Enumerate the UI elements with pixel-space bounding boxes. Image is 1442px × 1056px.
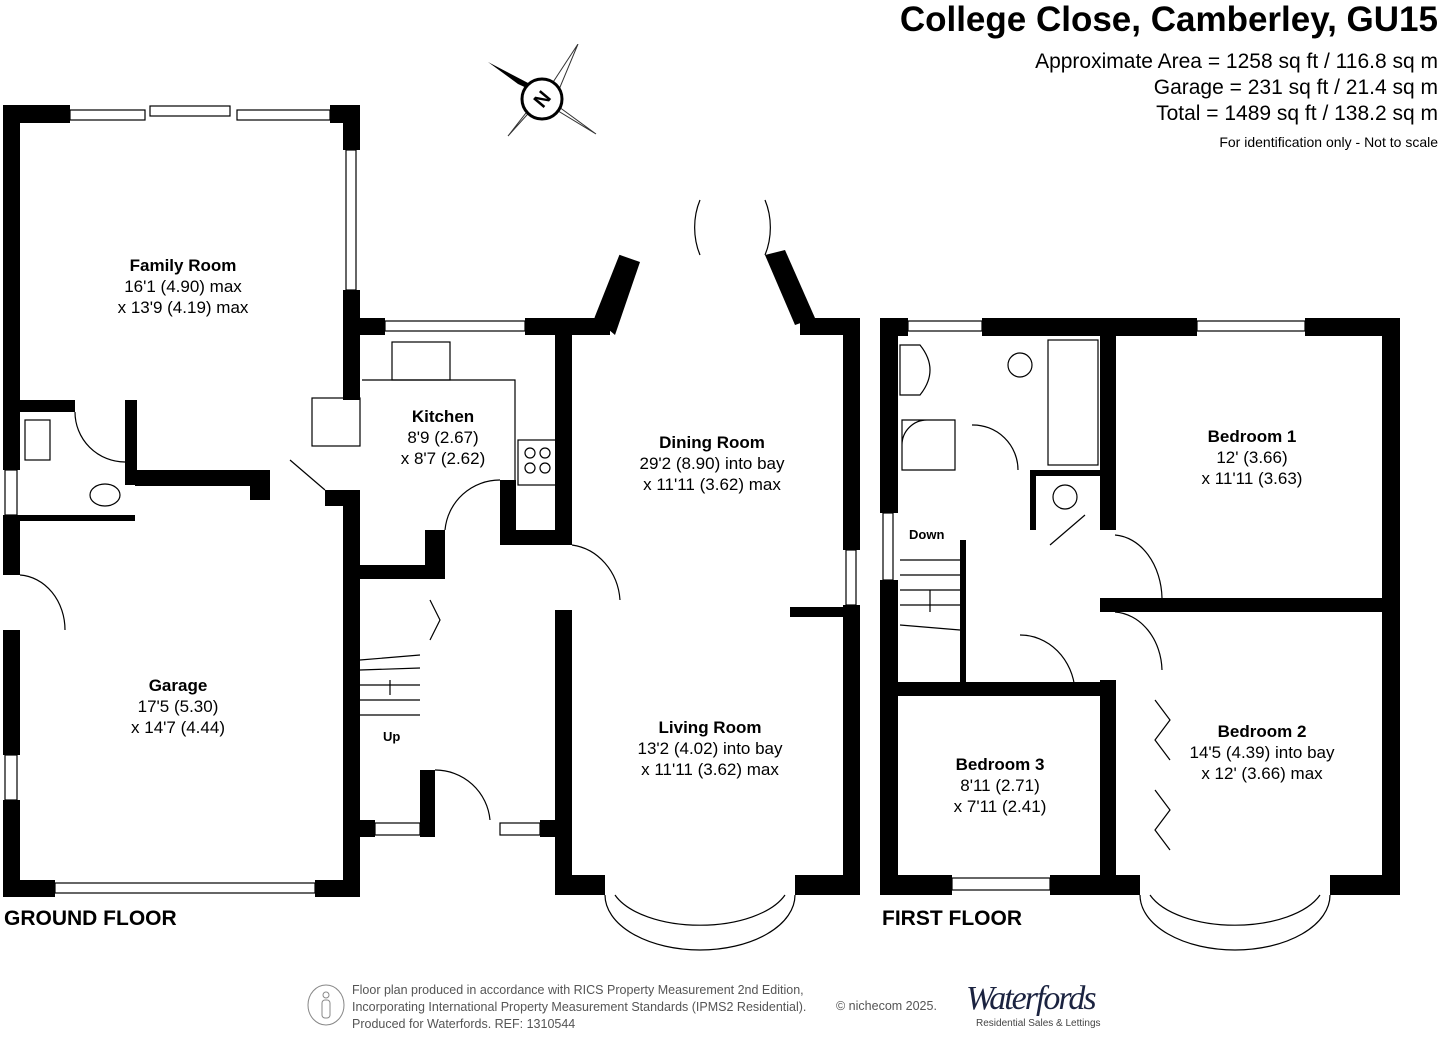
room-dim: 8'9 (2.67) bbox=[407, 428, 479, 447]
footer-line: Incorporating International Property Mea… bbox=[352, 1000, 807, 1014]
room-family-room: Family Room 16'1 (4.90) max x 13'9 (4.19) … bbox=[118, 255, 249, 318]
scale-note: For identification only - Not to scale bbox=[1219, 134, 1438, 150]
room-name: Bedroom 1 bbox=[1207, 427, 1297, 446]
room-kitchen: Kitchen 8'9 (2.67) x 8'7 (2.62) bbox=[401, 406, 486, 469]
room-living-room: Living Room 13'2 (4.02) into bay x 11'11 (… bbox=[637, 717, 782, 780]
room-dim: x 11'11 (3.62) max bbox=[641, 760, 779, 779]
garage-area: Garage = 231 sq ft / 21.4 sq m bbox=[1153, 76, 1438, 99]
ground-floor-walls bbox=[3, 105, 860, 897]
room-bedroom-1: Bedroom 1 12' (3.66) x 11'11 (3.63) bbox=[1202, 426, 1303, 489]
room-garage: Garage 17'5 (5.30) x 14'7 (4.44) bbox=[131, 675, 225, 738]
room-name: Living Room bbox=[658, 718, 762, 737]
first-floor-fixtures bbox=[882, 320, 1331, 951]
room-dim: x 7'11 (2.41) bbox=[953, 797, 1047, 816]
waterfords-logo: Waterfords Residential Sales & Lettings bbox=[966, 980, 1101, 1029]
room-dim: 16'1 (4.90) max bbox=[124, 277, 242, 296]
total-area: Total = 1489 sq ft / 138.2 sq m bbox=[1156, 102, 1438, 125]
room-name: Dining Room bbox=[659, 433, 765, 452]
room-dim: x 14'7 (4.44) bbox=[131, 718, 225, 737]
room-name: Garage bbox=[148, 676, 208, 695]
compass: N bbox=[488, 43, 600, 149]
room-bedroom-3: Bedroom 3 8'11 (2.71) x 7'11 (2.41) bbox=[954, 754, 1047, 817]
room-name: Family Room bbox=[129, 256, 237, 275]
room-dim: 29'2 (8.90) into bay bbox=[639, 454, 785, 473]
room-bedroom-2: Bedroom 2 14'5 (4.39) into bay x 12' (3.66… bbox=[1189, 721, 1334, 784]
stairs-up-label: Up bbox=[383, 729, 401, 744]
property-title: College Close, Camberley, GU15 bbox=[899, 0, 1438, 39]
copyright: © nichecom 2025. bbox=[836, 999, 937, 1013]
footer-text: Floor plan produced in accordance with R… bbox=[352, 982, 806, 1033]
logo-name: Waterfords bbox=[966, 980, 1097, 1017]
stairs-down-label: Down bbox=[909, 527, 945, 542]
room-dim: x 8'7 (2.62) bbox=[400, 449, 486, 468]
person-scale-icon bbox=[306, 984, 346, 1031]
room-dim: x 11'11 (3.62) max bbox=[643, 475, 781, 494]
ground-floor-fixtures bbox=[4, 105, 857, 951]
room-dim: x 12' (3.66) max bbox=[1201, 764, 1323, 783]
room-name: Bedroom 3 bbox=[955, 755, 1045, 774]
approximate-area: Approximate Area = 1258 sq ft / 116.8 sq… bbox=[1035, 50, 1438, 73]
room-dim: 13'2 (4.02) into bay bbox=[637, 739, 783, 758]
room-name: Bedroom 2 bbox=[1217, 722, 1307, 741]
room-dim: x 13'9 (4.19) max bbox=[117, 298, 249, 317]
footer-line: Floor plan produced in accordance with R… bbox=[352, 983, 804, 997]
room-dim: x 11'11 (3.63) bbox=[1201, 469, 1303, 488]
logo-tagline: Residential Sales & Lettings bbox=[976, 1018, 1101, 1029]
first-floor-label: FIRST FLOOR bbox=[882, 907, 1022, 930]
first-floor-walls bbox=[880, 318, 1400, 895]
north-compass-icon: N bbox=[488, 43, 597, 137]
ground-floor-label: GROUND FLOOR bbox=[4, 907, 177, 930]
room-dim: 14'5 (4.39) into bay bbox=[1189, 743, 1335, 762]
room-name: Kitchen bbox=[411, 407, 475, 426]
room-dim: 12' (3.66) bbox=[1216, 448, 1288, 467]
footer-line: Produced for Waterfords. REF: 1310544 bbox=[352, 1017, 576, 1031]
room-dim: 17'5 (5.30) bbox=[137, 697, 219, 716]
room-dim: 8'11 (2.71) bbox=[960, 776, 1040, 795]
room-dining-room: Dining Room 29'2 (8.90) into bay x 11'11 (… bbox=[639, 432, 784, 495]
